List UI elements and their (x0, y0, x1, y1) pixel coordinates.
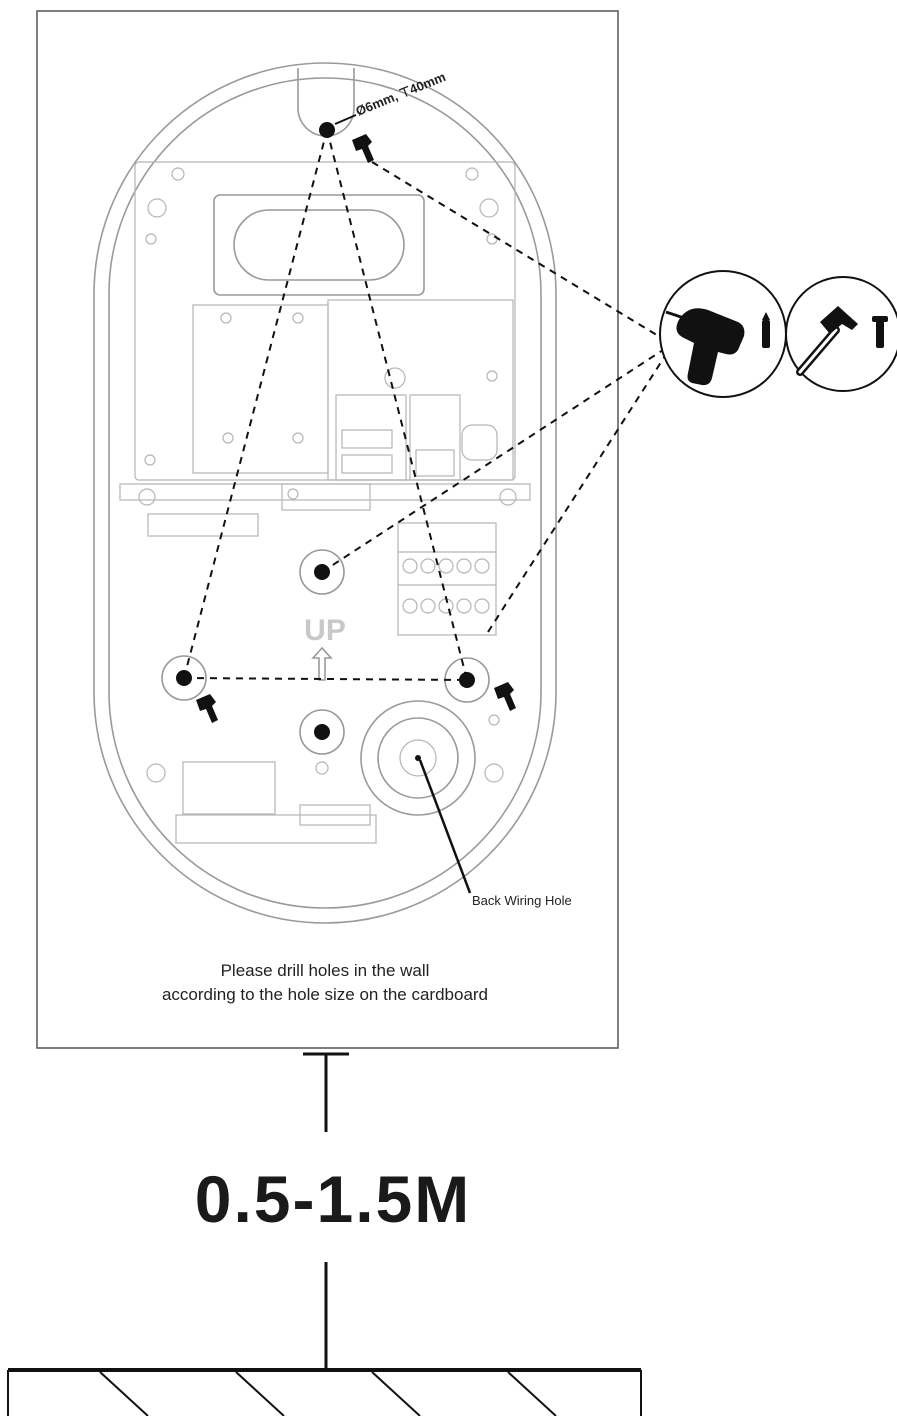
drill-hole-center (314, 564, 330, 580)
back-wiring-hole-label: Back Wiring Hole (472, 893, 572, 908)
floor-line (7, 1368, 642, 1416)
up-label: UP (304, 614, 346, 647)
drill-hole-left (176, 670, 192, 686)
screw-icon (872, 316, 888, 348)
instruction-line-1: Please drill holes in the wall (221, 961, 430, 980)
screw-icon (196, 134, 516, 723)
drill-guide-lines (183, 129, 666, 681)
back-wiring-hole-dot (415, 755, 421, 761)
depth-symbol: ⊤ (397, 83, 413, 101)
device-outline (93, 62, 557, 924)
drill-icon (659, 270, 787, 398)
height-dimension (303, 1052, 349, 1370)
wall-anchor-icon (762, 312, 770, 348)
instruction-line-2: according to the hole size on the cardbo… (162, 985, 488, 1004)
drill-hole-right (459, 672, 475, 688)
drill-hole-lower-center (314, 724, 330, 740)
hammer-icon (785, 276, 897, 392)
height-label: 0.5-1.5M (195, 1162, 471, 1236)
cardboard-template (36, 10, 619, 1049)
back-wiring-leader (418, 759, 472, 894)
drill-hole-top (319, 122, 335, 138)
